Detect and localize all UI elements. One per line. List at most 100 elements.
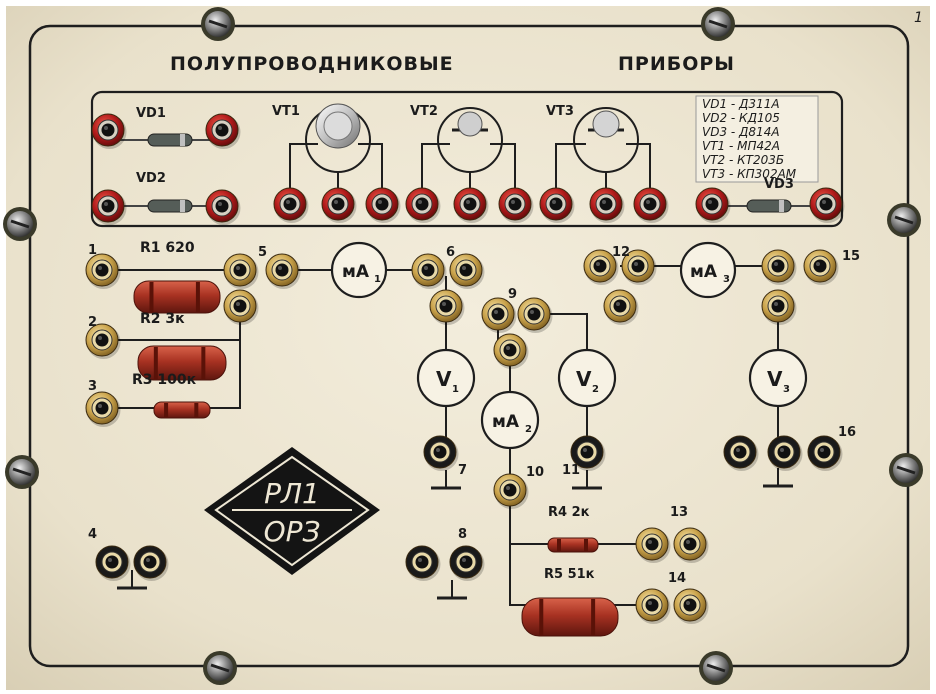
legend-line: VT3 - КП302АМ — [702, 167, 797, 181]
svg-text:мА: мА — [492, 412, 520, 432]
logo-line-2: ОРЗ — [264, 515, 321, 548]
legend-line: VT2 - КТ203Б — [702, 153, 784, 167]
terminal-number: 14 — [668, 571, 686, 586]
svg-text:3: 3 — [723, 274, 730, 285]
black-jack[interactable] — [807, 435, 843, 471]
terminal-number: 4 — [88, 527, 97, 542]
brass-jack[interactable] — [429, 289, 465, 325]
vt3-label: VT3 — [546, 104, 574, 119]
black-jack[interactable] — [767, 435, 803, 471]
brass-jack[interactable] — [85, 323, 121, 359]
red-jack[interactable] — [498, 187, 534, 223]
r2-label: R2 3к — [140, 311, 185, 327]
terminal-number: 1 — [88, 243, 97, 258]
red-jack[interactable] — [589, 187, 625, 223]
legend-line: VD3 - Д814А — [702, 125, 780, 139]
brass-jack[interactable] — [803, 249, 839, 285]
red-jack[interactable] — [809, 187, 845, 223]
brass-jack[interactable] — [449, 253, 485, 289]
svg-text:мА: мА — [690, 262, 718, 282]
component-legend: VD1 - Д311А VD2 - КД105 VD3 - Д814А VT1 … — [702, 97, 797, 181]
resistor — [153, 401, 211, 419]
black-jack[interactable] — [570, 435, 606, 471]
brass-jack[interactable] — [223, 289, 259, 325]
terminal-number: 8 — [458, 527, 467, 542]
brass-jack[interactable] — [411, 253, 447, 289]
black-jack[interactable] — [449, 545, 485, 581]
diode — [118, 133, 222, 147]
red-jack[interactable] — [273, 187, 309, 223]
resistor — [133, 280, 221, 314]
panel-outline — [28, 24, 910, 668]
brass-jack[interactable] — [673, 588, 709, 624]
red-jack[interactable] — [205, 189, 241, 225]
red-jack[interactable] — [539, 187, 575, 223]
red-jack[interactable] — [205, 113, 241, 149]
diode — [118, 199, 222, 213]
red-jack[interactable] — [91, 189, 127, 225]
milliammeter-2: мА 2 — [480, 390, 540, 450]
brass-jack[interactable] — [635, 527, 671, 563]
milliammeter-3: мА 3 — [679, 241, 737, 299]
transistor-can — [457, 111, 483, 137]
red-jack[interactable] — [695, 187, 731, 223]
black-jack[interactable] — [723, 435, 759, 471]
svg-text:мА: мА — [342, 262, 370, 282]
mounting-screw — [201, 7, 235, 41]
vd1-label: VD1 — [136, 106, 166, 121]
title-right: ПРИБОРЫ — [618, 53, 735, 75]
brass-jack[interactable] — [223, 253, 259, 289]
black-jack[interactable] — [423, 435, 459, 471]
mounting-screw — [889, 453, 923, 487]
terminal-number: 12 — [612, 245, 630, 260]
brass-jack[interactable] — [85, 391, 121, 427]
vt2-label: VT2 — [410, 104, 438, 119]
terminal-number: 3 — [88, 379, 97, 394]
circuit-line — [108, 340, 241, 409]
brass-jack[interactable] — [761, 289, 797, 325]
red-jack[interactable] — [633, 187, 669, 223]
vt1-label: VT1 — [272, 104, 300, 119]
brass-jack[interactable] — [635, 588, 671, 624]
voltmeter-1: V 1 — [416, 348, 476, 408]
brass-jack[interactable] — [85, 253, 121, 289]
legend-line: VD2 - КД105 — [702, 111, 780, 125]
legend-line: VD1 - Д311А — [702, 97, 780, 111]
terminal-number: 7 — [458, 463, 467, 478]
brass-jack[interactable] — [265, 253, 301, 289]
red-jack[interactable] — [405, 187, 441, 223]
brass-jack[interactable] — [493, 473, 529, 509]
brass-jack[interactable] — [603, 289, 639, 325]
resistor — [137, 345, 227, 381]
red-jack[interactable] — [365, 187, 401, 223]
brass-jack[interactable] — [517, 297, 553, 333]
brass-jack[interactable] — [583, 249, 619, 285]
r1-label: R1 620 — [140, 240, 195, 256]
black-jack[interactable] — [95, 545, 131, 581]
title-left: ПОЛУПРОВОДНИКОВЫЕ — [170, 53, 454, 75]
transistor-can — [592, 110, 620, 138]
manufacturer-logo: РЛ1 ОРЗ — [204, 447, 380, 575]
black-jack[interactable] — [405, 545, 441, 581]
terminal-number: 6 — [446, 245, 455, 260]
terminal-number: 13 — [670, 505, 688, 520]
legend-card — [695, 95, 819, 183]
brass-jack[interactable] — [673, 527, 709, 563]
terminal-number: 2 — [88, 315, 97, 330]
red-jack[interactable] — [91, 113, 127, 149]
brass-jack[interactable] — [621, 249, 657, 285]
brass-jack[interactable] — [761, 249, 797, 285]
red-jack[interactable] — [453, 187, 489, 223]
transistor-symbol — [421, 107, 516, 195]
black-jack[interactable] — [133, 545, 169, 581]
mounting-screw — [3, 207, 37, 241]
top-block-frame — [90, 90, 844, 228]
brass-jack[interactable] — [481, 297, 517, 333]
vd2-label: VD2 — [136, 171, 166, 186]
terminal-number: 11 — [562, 463, 580, 478]
brass-jack[interactable] — [493, 333, 529, 369]
mounting-screw — [701, 7, 735, 41]
red-jack[interactable] — [321, 187, 357, 223]
vd3-label: VD3 — [764, 177, 794, 192]
